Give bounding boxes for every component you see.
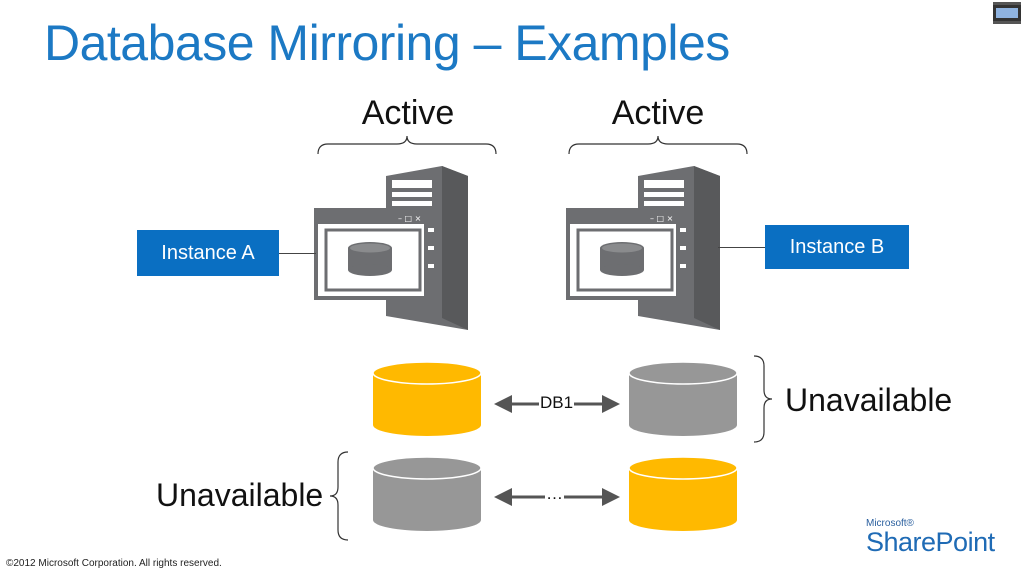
row2-arrow-label: … bbox=[545, 484, 564, 504]
row1-arrow-label: DB1 bbox=[539, 393, 575, 413]
svg-text:– □ ×: – □ × bbox=[398, 214, 421, 223]
instance-b-connector bbox=[718, 247, 765, 248]
left-server-brace bbox=[317, 135, 497, 155]
left-server-state-label: Active bbox=[361, 94, 455, 132]
instance-b-box: Instance B bbox=[765, 225, 909, 269]
logo-product: SharePoint bbox=[866, 527, 995, 557]
row2-right-database bbox=[628, 456, 738, 531]
row1-left-db-top bbox=[372, 361, 482, 385]
instance-a-label: Instance A bbox=[161, 241, 255, 264]
row2-left-database bbox=[372, 456, 482, 531]
logo-vendor: Microsoft® bbox=[866, 518, 914, 529]
row1-unavailable-label: Unavailable bbox=[785, 382, 953, 418]
copyright-text: ©2012 Microsoft Corporation. All rights … bbox=[6, 558, 222, 569]
row1-right-database bbox=[628, 361, 738, 436]
presentation-icon bbox=[993, 2, 1021, 24]
instance-b-label: Instance B bbox=[789, 235, 885, 258]
row1-left-database bbox=[372, 361, 482, 436]
right-server-icon: – □ × bbox=[566, 166, 720, 330]
right-server-brace bbox=[568, 135, 748, 155]
svg-text:– □ ×: – □ × bbox=[650, 214, 673, 223]
right-server-state-label: Active bbox=[611, 94, 705, 132]
row2-left-brace bbox=[329, 451, 349, 541]
row1-right-brace bbox=[753, 355, 773, 443]
instance-a-connector bbox=[279, 253, 316, 254]
left-server-icon: – □ × bbox=[314, 166, 468, 330]
slide-title: Database Mirroring – Examples bbox=[44, 15, 730, 71]
row1-left-db-body bbox=[373, 373, 481, 436]
instance-a-box: Instance A bbox=[137, 230, 279, 276]
row2-unavailable-label: Unavailable bbox=[156, 477, 324, 513]
